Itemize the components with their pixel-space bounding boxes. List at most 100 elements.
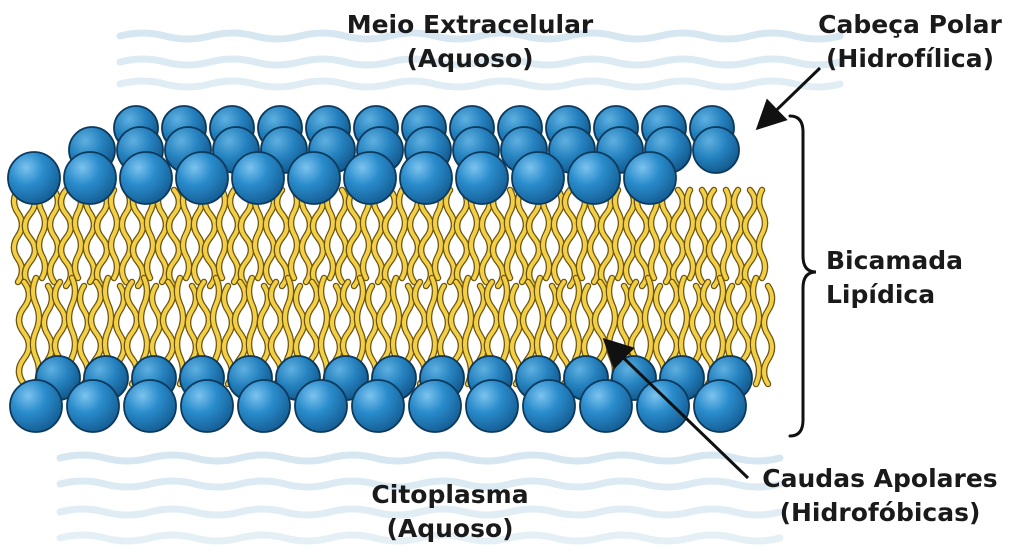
phospholipid-head-icon <box>343 151 397 205</box>
water-wave-icon <box>56 505 784 519</box>
phospholipid-head-icon <box>7 151 61 205</box>
phospholipid-head-icon <box>399 151 453 205</box>
phospholipid-head-icon <box>567 151 621 205</box>
fatty-acid-tail-icon <box>419 188 433 288</box>
fatty-acid-tail-icon <box>109 188 119 280</box>
phospholipid-head-icon <box>66 379 120 433</box>
fatty-acid-tail-icon <box>649 188 659 280</box>
phospholipid-head-icon <box>287 151 341 205</box>
extracellular-water-waves <box>116 29 844 91</box>
water-wave-icon <box>56 477 784 491</box>
fatty-acid-tail-icon <box>613 188 623 280</box>
fatty-acid-tail-icon <box>181 188 191 280</box>
phospholipid-head-icon <box>231 151 285 205</box>
fatty-acid-tail-icon <box>131 188 145 288</box>
fatty-acid-tail-icon <box>253 188 263 280</box>
fatty-acid-tail-icon <box>732 188 744 284</box>
phospholipid-head-icon <box>63 151 117 205</box>
fatty-acid-tail-icon <box>762 284 774 386</box>
phospholipid-head-icon <box>623 151 677 205</box>
polar-head-label-line2: (Hidrofílica) <box>825 44 995 73</box>
fatty-acid-tail-icon <box>660 188 672 284</box>
fatty-acid-tail-icon <box>73 188 83 280</box>
phospholipid-head-icon <box>9 379 63 433</box>
fatty-acid-tail-icon <box>311 188 325 288</box>
fatty-acid-tail-icon <box>408 188 420 284</box>
fatty-acid-tail-icon <box>599 188 613 288</box>
fatty-acid-tail-icon <box>167 188 181 288</box>
fatty-acid-tail-icon <box>361 188 371 280</box>
fatty-acid-tail-icon <box>37 188 47 280</box>
bilayer-label-line1: Bicamada <box>826 246 963 275</box>
phospholipid-head-icon <box>351 379 405 433</box>
phospholipid-head-icon <box>180 379 234 433</box>
phospholipid-head-icon <box>579 379 633 433</box>
fatty-acid-tail-icon <box>397 188 407 280</box>
fatty-acid-tail-icon <box>300 188 312 284</box>
fatty-acid-tail-icon <box>721 188 731 280</box>
bilayer-label: Bicamada Lipídica <box>826 244 1006 312</box>
fatty-acid-tail-icon <box>469 188 479 280</box>
fatty-acid-tail-icon <box>192 188 204 284</box>
fatty-acid-tail-icon <box>120 188 132 284</box>
fatty-acid-tail-icon <box>685 188 695 280</box>
phospholipid-head-icon <box>636 379 690 433</box>
water-wave-icon <box>116 77 844 91</box>
cytoplasm-water-waves <box>56 451 784 545</box>
apolar-tails-label: Caudas Apolares (Hidrofóbicas) <box>740 462 1020 530</box>
fatty-acid-tail-icon <box>275 188 289 288</box>
polar-head-label: Cabeça Polar (Hidrofílica) <box>800 8 1020 76</box>
cytoplasm-label: Citoplasma (Aquoso) <box>320 478 580 546</box>
fatty-acid-tail-icon <box>203 188 217 288</box>
fatty-acid-tail-icon <box>145 188 155 280</box>
fatty-acid-tail-icon <box>23 188 37 288</box>
phospholipid-head-icon <box>175 151 229 205</box>
fatty-acid-tail-icon <box>743 188 757 288</box>
fatty-acid-tail-icon <box>491 188 505 288</box>
fatty-acid-tail-icon <box>48 188 60 284</box>
fatty-acid-tail-icon <box>175 276 185 386</box>
fatty-acid-tail-icon <box>12 188 24 284</box>
phospholipid-head-icon <box>123 379 177 433</box>
phospholipid-head-icon <box>237 379 291 433</box>
water-wave-icon <box>56 531 784 545</box>
fatty-acid-tail-icon <box>383 188 397 288</box>
fatty-acid-tail-icon <box>480 188 492 284</box>
phospholipid-head-icon <box>465 379 519 433</box>
phospholipid-head-icon <box>408 379 462 433</box>
fatty-acid-tail-icon <box>516 188 528 284</box>
phospholipid-head-icon <box>455 151 509 205</box>
apolar-tails-label-line2: (Hidrofóbicas) <box>779 498 981 527</box>
fatty-acid-tail-icon <box>228 188 240 284</box>
fatty-acid-tail-icon <box>552 188 564 284</box>
fatty-acid-tail-icon <box>707 188 721 288</box>
fatty-acid-tail-icon <box>336 188 348 284</box>
apolar-tails-arrow-icon <box>602 337 750 480</box>
extracellular-label: Meio Extracelular (Aquoso) <box>330 8 610 76</box>
fatty-acid-tail-icon <box>444 188 456 284</box>
fatty-acid-tail-icon <box>17 280 31 386</box>
fatty-acid-tail-icon <box>264 188 276 284</box>
fatty-acid-tail-icon <box>563 188 577 288</box>
fatty-acid-tail-icon <box>635 188 649 288</box>
phospholipid-head-icon <box>693 379 747 433</box>
fatty-acid-tail-icon <box>577 188 587 280</box>
phospholipid-head-icon <box>522 379 576 433</box>
phospholipid-head-icon <box>119 151 173 205</box>
fatty-acid-tail-icon <box>347 188 361 288</box>
fatty-acid-tail-icon <box>751 276 761 386</box>
water-wave-icon <box>116 55 844 69</box>
fatty-acid-tail-icon <box>505 188 515 280</box>
fatty-acid-tail-icon <box>217 188 227 280</box>
fatty-acid-tail-icon <box>325 188 335 280</box>
fatty-acid-tail-icon <box>757 188 767 280</box>
fatty-acid-tail-icon <box>541 188 551 280</box>
polar-heads-inner-leaflet <box>9 379 747 433</box>
fatty-acid-tail-icon <box>624 188 636 284</box>
phospholipid-head-icon <box>294 379 348 433</box>
phospholipid-head-icon <box>511 151 565 205</box>
water-wave-icon <box>56 451 784 465</box>
extracellular-label-line1: Meio Extracelular <box>346 10 594 39</box>
